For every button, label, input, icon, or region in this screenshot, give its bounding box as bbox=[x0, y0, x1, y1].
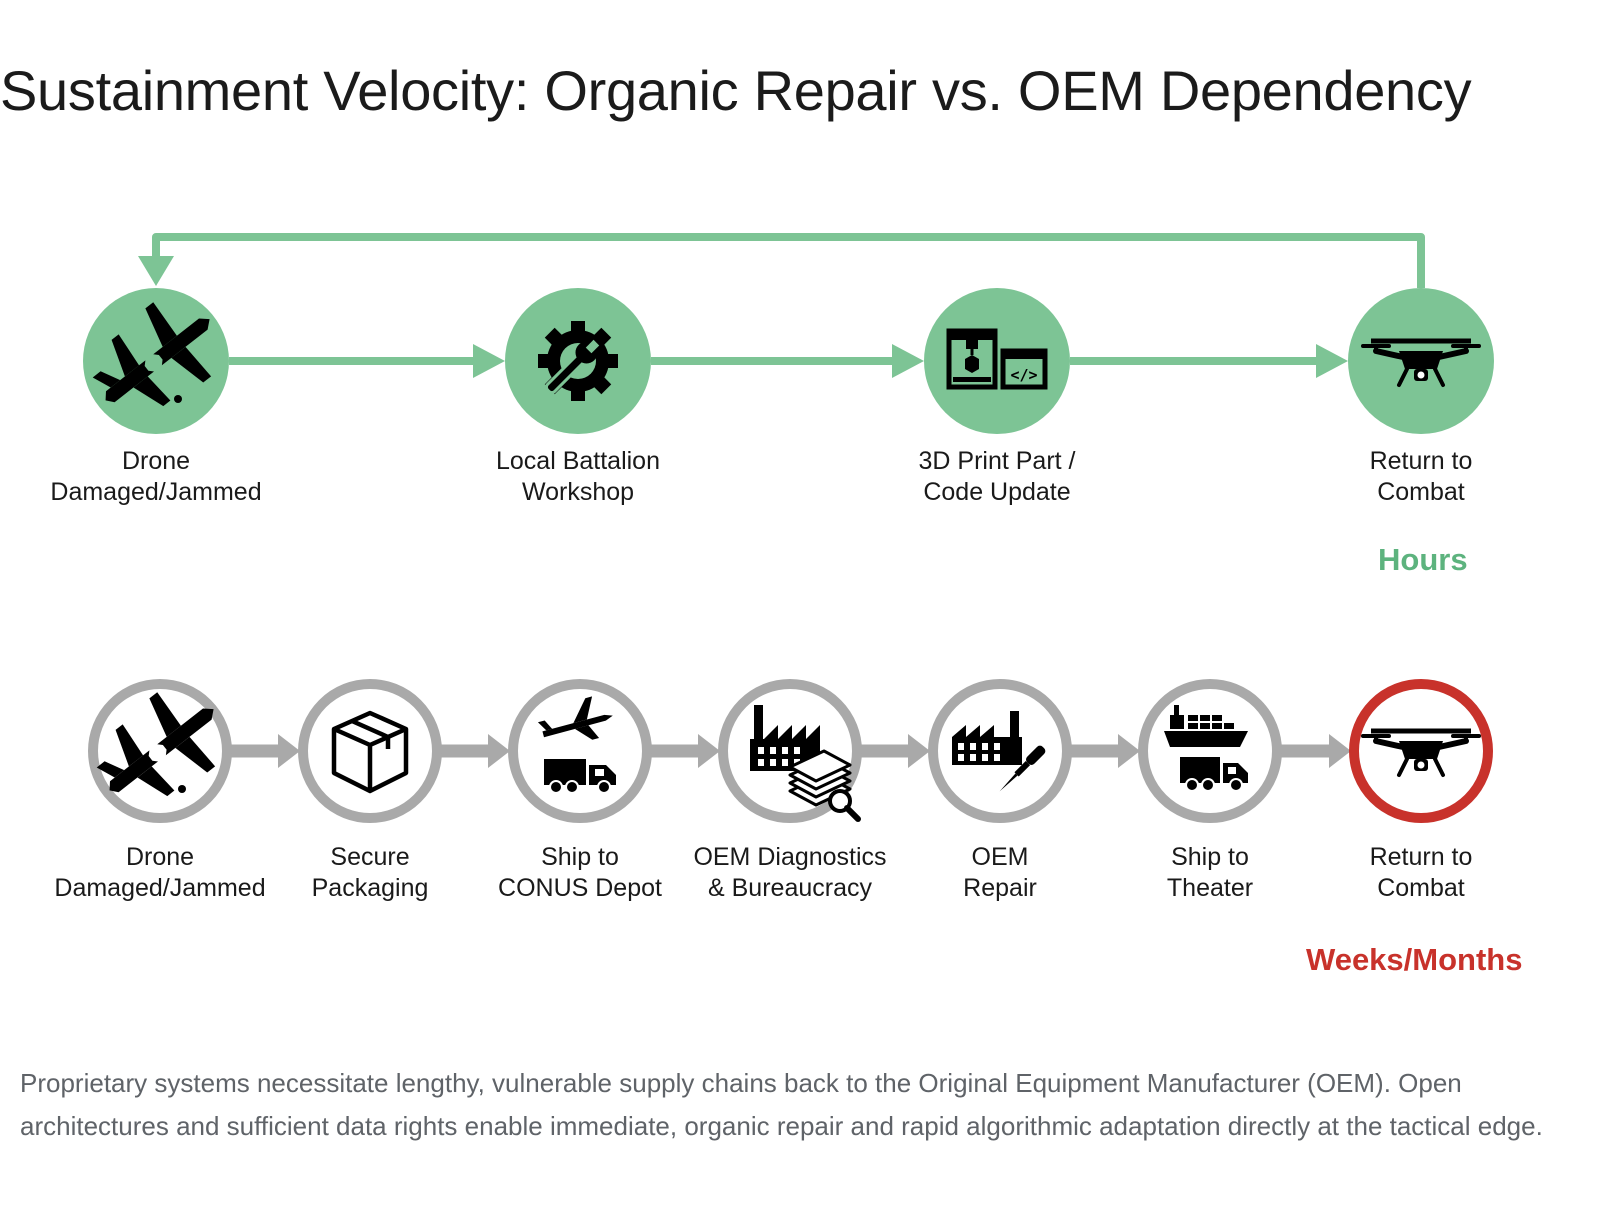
organic-duration-label: Hours bbox=[1378, 542, 1468, 577]
step-label-line: OEM bbox=[971, 843, 1029, 871]
oem-step-label: OEM Repair bbox=[870, 842, 1130, 904]
organic-step-node bbox=[505, 288, 651, 434]
oem-dependency-flow bbox=[80, 671, 1493, 827]
step-label-line: Workshop bbox=[521, 478, 635, 506]
flow-arrowhead bbox=[698, 734, 720, 768]
flow-arrowhead bbox=[488, 734, 510, 768]
flow-arrowhead bbox=[1316, 344, 1348, 378]
oem-duration-label: Weeks/Months bbox=[1306, 942, 1523, 977]
oem-step-node bbox=[298, 679, 442, 823]
step-label-line: Packaging bbox=[311, 874, 429, 902]
organic-step-label: Return to Combat bbox=[1291, 446, 1551, 508]
step-label-line: OEM Diagnostics bbox=[693, 843, 887, 871]
step-label-line: CONUS Depot bbox=[498, 874, 662, 902]
oem-step-node bbox=[80, 671, 242, 827]
oem-step-label: Ship to Theater bbox=[1080, 842, 1340, 904]
oem-step-node bbox=[508, 679, 652, 823]
gear-wrench-icon bbox=[536, 319, 620, 403]
step-label-line: Drone bbox=[125, 843, 195, 871]
caption-text: Proprietary systems necessitate lengthy,… bbox=[20, 1068, 1543, 1141]
step-circle bbox=[1138, 679, 1282, 823]
loop-back-arrowhead bbox=[138, 256, 174, 286]
step-label-line: Drone bbox=[121, 447, 191, 475]
flow-arrowhead bbox=[1329, 734, 1351, 768]
step-label-line: & Bureaucracy bbox=[708, 874, 872, 902]
step-label-line: Ship to bbox=[1171, 843, 1249, 871]
flow-arrowhead bbox=[908, 734, 930, 768]
oem-step-label: OEM Diagnostics & Bureaucracy bbox=[660, 842, 920, 904]
flow-arrowhead bbox=[1118, 734, 1140, 768]
step-label-line: Combat bbox=[1377, 874, 1465, 902]
oem-step-node bbox=[718, 679, 862, 823]
step-label-line: Combat bbox=[1377, 478, 1465, 506]
step-label-line: Secure bbox=[330, 843, 410, 871]
step-label-line: Local Battalion bbox=[495, 447, 660, 475]
step-label-line: Theater bbox=[1166, 874, 1254, 902]
step-label-line: Repair bbox=[963, 874, 1037, 902]
organic-step-node bbox=[924, 288, 1070, 434]
oem-step-label: Return to Combat bbox=[1291, 842, 1551, 904]
flow-arrowhead bbox=[473, 344, 505, 378]
organic-step-label: 3D Print Part / Code Update bbox=[867, 446, 1127, 508]
oem-step-label: Ship to CONUS Depot bbox=[450, 842, 710, 904]
oem-step-node bbox=[1138, 679, 1282, 823]
step-label-line: Damaged/Jammed bbox=[54, 874, 266, 902]
step-label-line: Return to bbox=[1369, 447, 1473, 475]
flow-arrowhead bbox=[278, 734, 300, 768]
organic-step-node bbox=[1348, 288, 1494, 434]
step-circle bbox=[508, 679, 652, 823]
step-label-line: 3D Print Part / bbox=[918, 447, 1076, 475]
oem-step-node bbox=[1349, 679, 1493, 823]
step-label-line: Return to bbox=[1369, 843, 1473, 871]
step-label-line: Ship to bbox=[541, 843, 619, 871]
organic-repair-flow bbox=[76, 233, 1494, 437]
flow-arrowhead bbox=[892, 344, 924, 378]
oem-step-node bbox=[928, 679, 1072, 823]
step-label-line: Damaged/Jammed bbox=[50, 478, 262, 506]
step-label-line: Code Update bbox=[923, 478, 1071, 506]
organic-step-node bbox=[76, 281, 238, 437]
page-title: Sustainment Velocity: Organic Repair vs.… bbox=[0, 59, 1472, 122]
loop-back-arrow bbox=[152, 233, 1425, 288]
